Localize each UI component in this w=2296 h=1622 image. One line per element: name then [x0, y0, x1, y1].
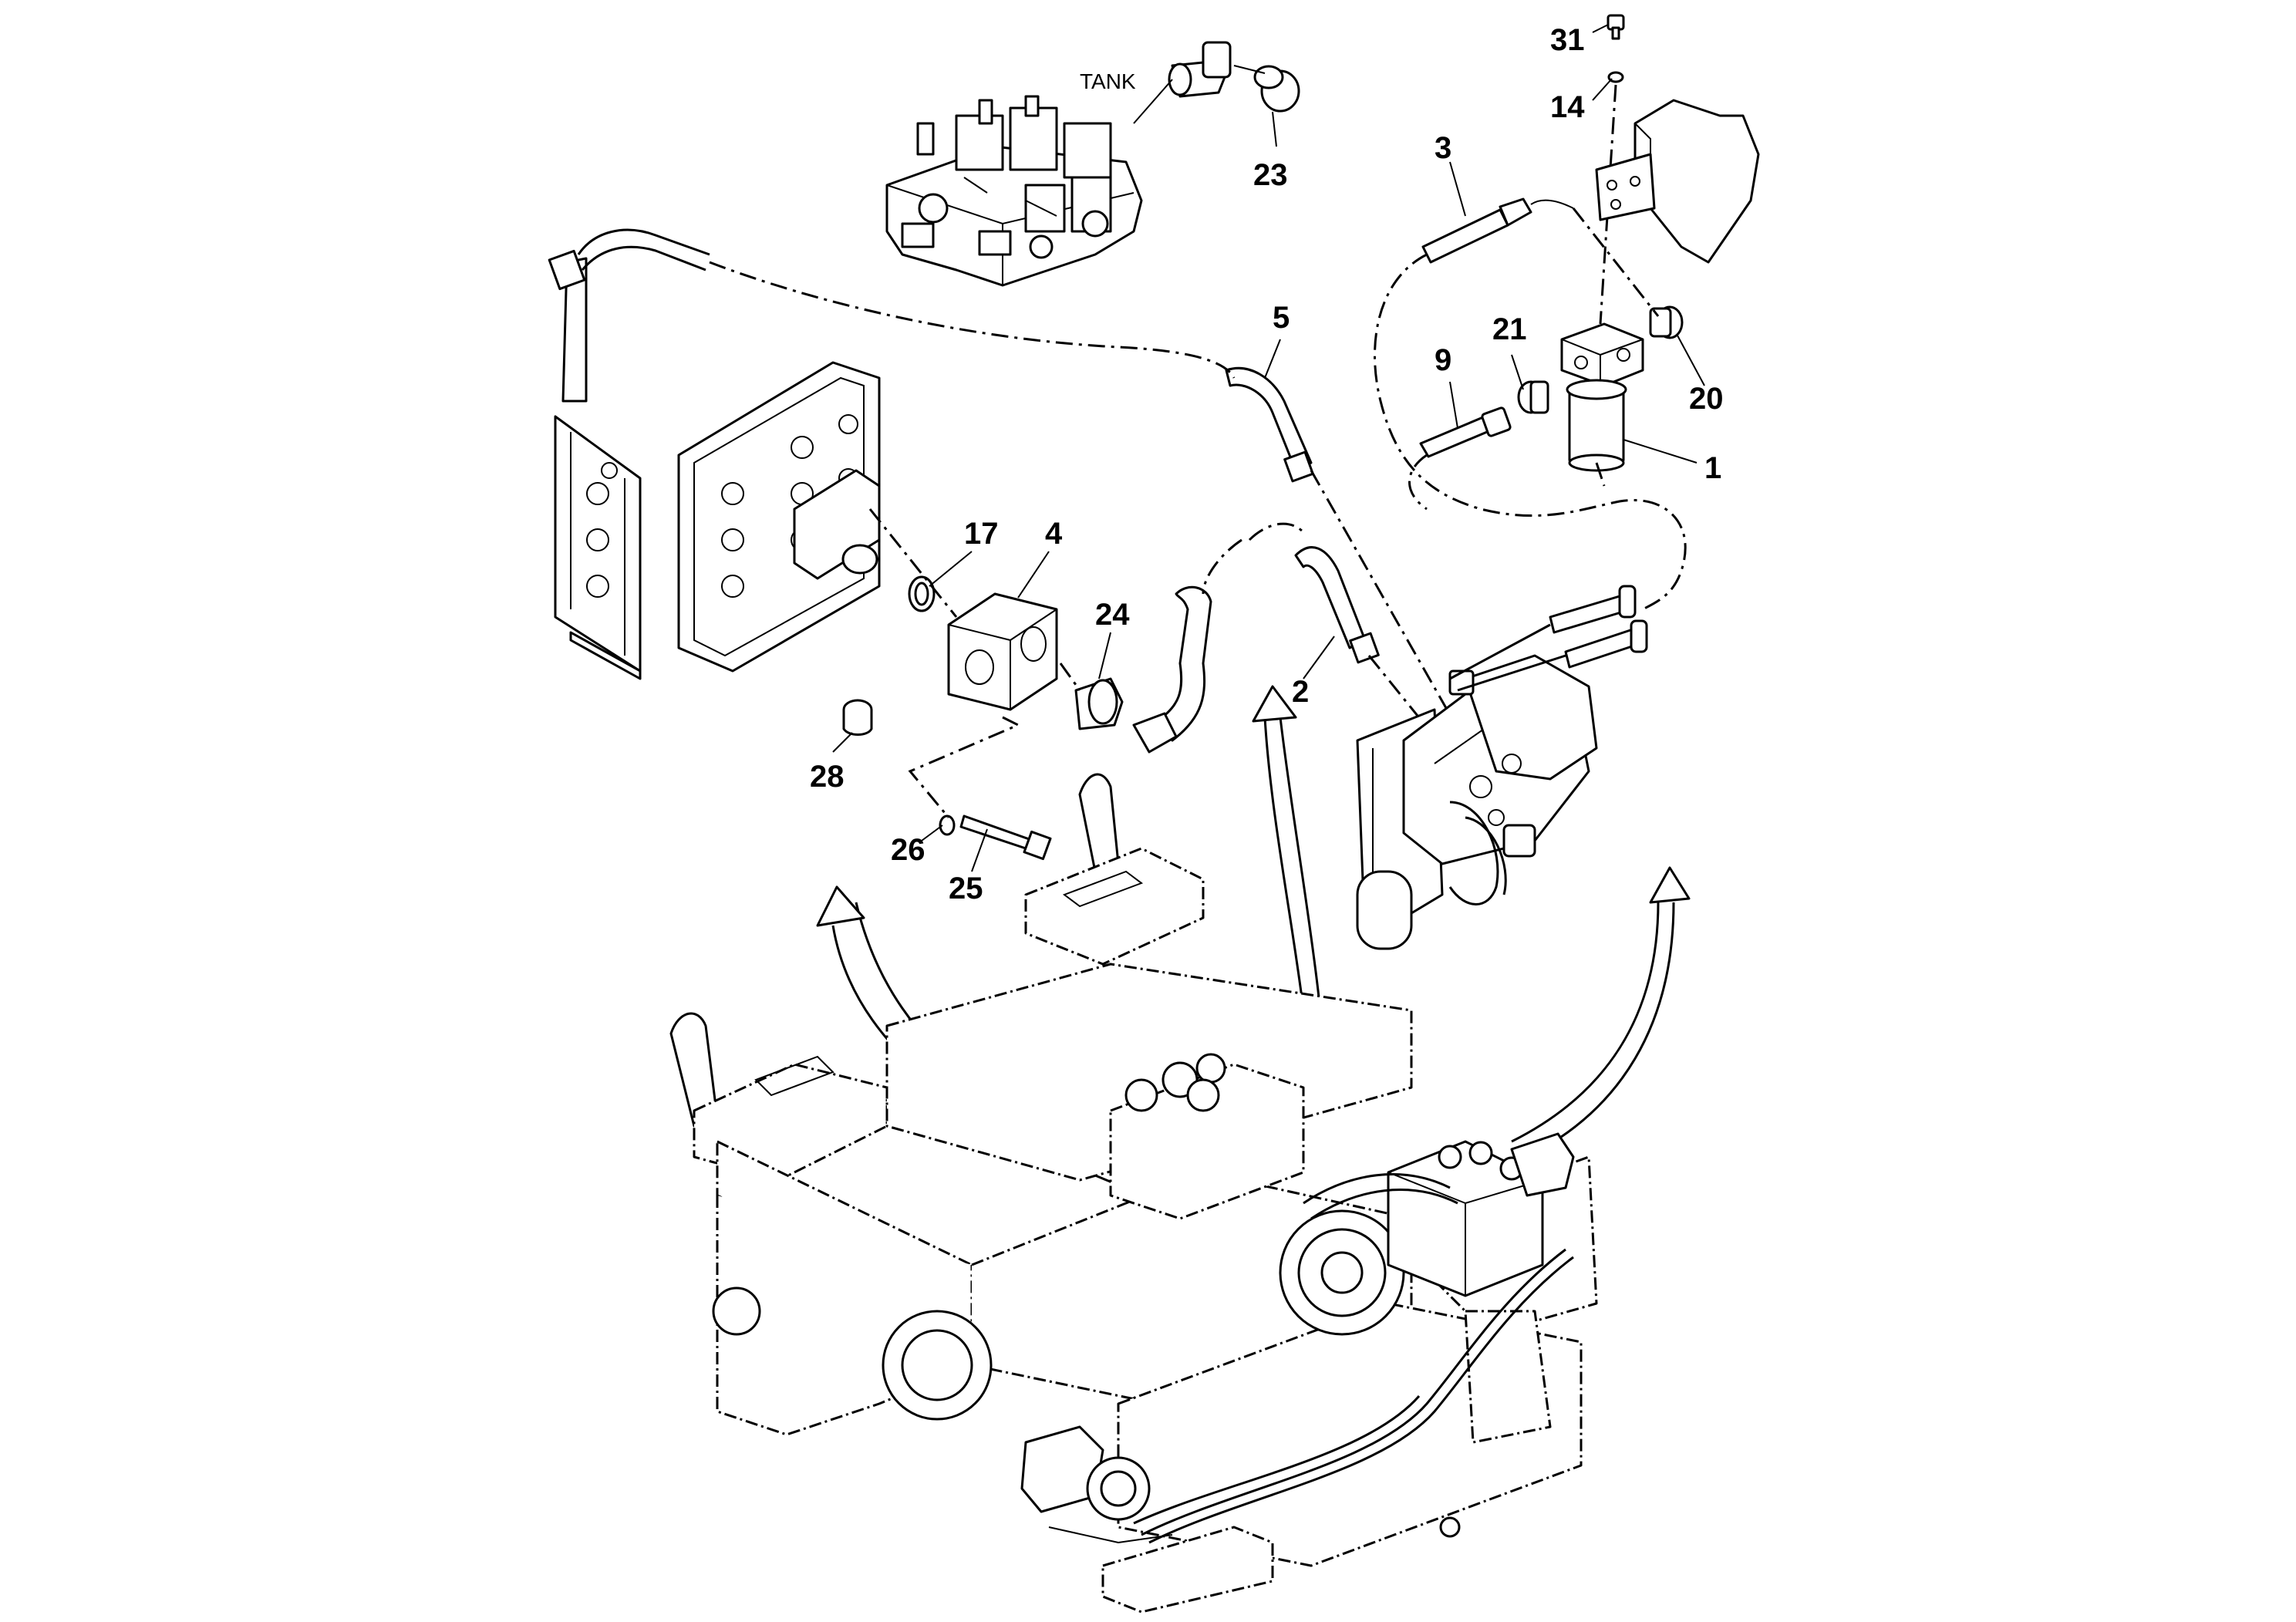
- fitting-21: [1517, 380, 1549, 414]
- hose-3: [1421, 197, 1532, 264]
- machine-chassis: [669, 773, 1598, 1614]
- washer-14: [1607, 71, 1624, 83]
- nut-23: [1233, 65, 1300, 113]
- left-mounting-plate: [554, 415, 642, 680]
- pump-adapter-plate: [677, 361, 881, 673]
- bolt-25: [959, 814, 1052, 861]
- hydraulic-pump: [1356, 654, 1598, 950]
- callout-2: 2: [1292, 675, 1309, 709]
- assembly-line-17: [868, 508, 958, 618]
- leader-lines: [832, 24, 1705, 872]
- hose-2: [1294, 546, 1380, 664]
- callout-numbers: 31 14 3 23 5 21 9 20 1 17 4 24 2 28 26 2…: [810, 23, 1724, 905]
- fitting-20: [1649, 305, 1684, 339]
- callout-23: 23: [1253, 158, 1288, 192]
- callout-21: 21: [1492, 312, 1527, 346]
- hose-5: [1225, 366, 1314, 483]
- callout-17: 17: [964, 517, 999, 551]
- callout-28: 28: [810, 760, 845, 794]
- callout-24: 24: [1095, 598, 1130, 632]
- callout-5: 5: [1273, 301, 1290, 335]
- assembly-line-bolt: [908, 716, 1021, 818]
- callout-9: 9: [1435, 343, 1451, 377]
- fitting-9: [1419, 406, 1512, 458]
- callout-25: 25: [949, 872, 983, 905]
- callout-31: 31: [1550, 23, 1585, 57]
- filter-canister-1: [1560, 322, 1644, 472]
- callout-26: 26: [891, 833, 925, 867]
- hose-elbow-24: [1132, 585, 1212, 754]
- callout-14: 14: [1550, 90, 1585, 124]
- callout-1: 1: [1704, 451, 1721, 485]
- block-4: [947, 592, 1058, 711]
- routing-line-5: [709, 261, 1236, 379]
- tank-elbow-fitting: [1133, 41, 1232, 124]
- control-valve-assembly: [885, 95, 1143, 287]
- tube-left-fitting: [561, 257, 588, 403]
- adapter-24: [1074, 677, 1124, 730]
- pump-hoses-right: [1449, 585, 1648, 692]
- callout-4: 4: [1045, 517, 1063, 551]
- washer-26: [939, 814, 956, 836]
- callout-3: 3: [1435, 131, 1451, 165]
- hose-top-left: [577, 228, 710, 256]
- routing-line-3: [1572, 207, 1660, 317]
- bolt-31: [1607, 14, 1625, 40]
- filter-bracket: [1595, 99, 1760, 264]
- tank-label: TANK: [1080, 69, 1136, 93]
- callout-20: 20: [1689, 382, 1724, 416]
- plug-28: [842, 699, 873, 736]
